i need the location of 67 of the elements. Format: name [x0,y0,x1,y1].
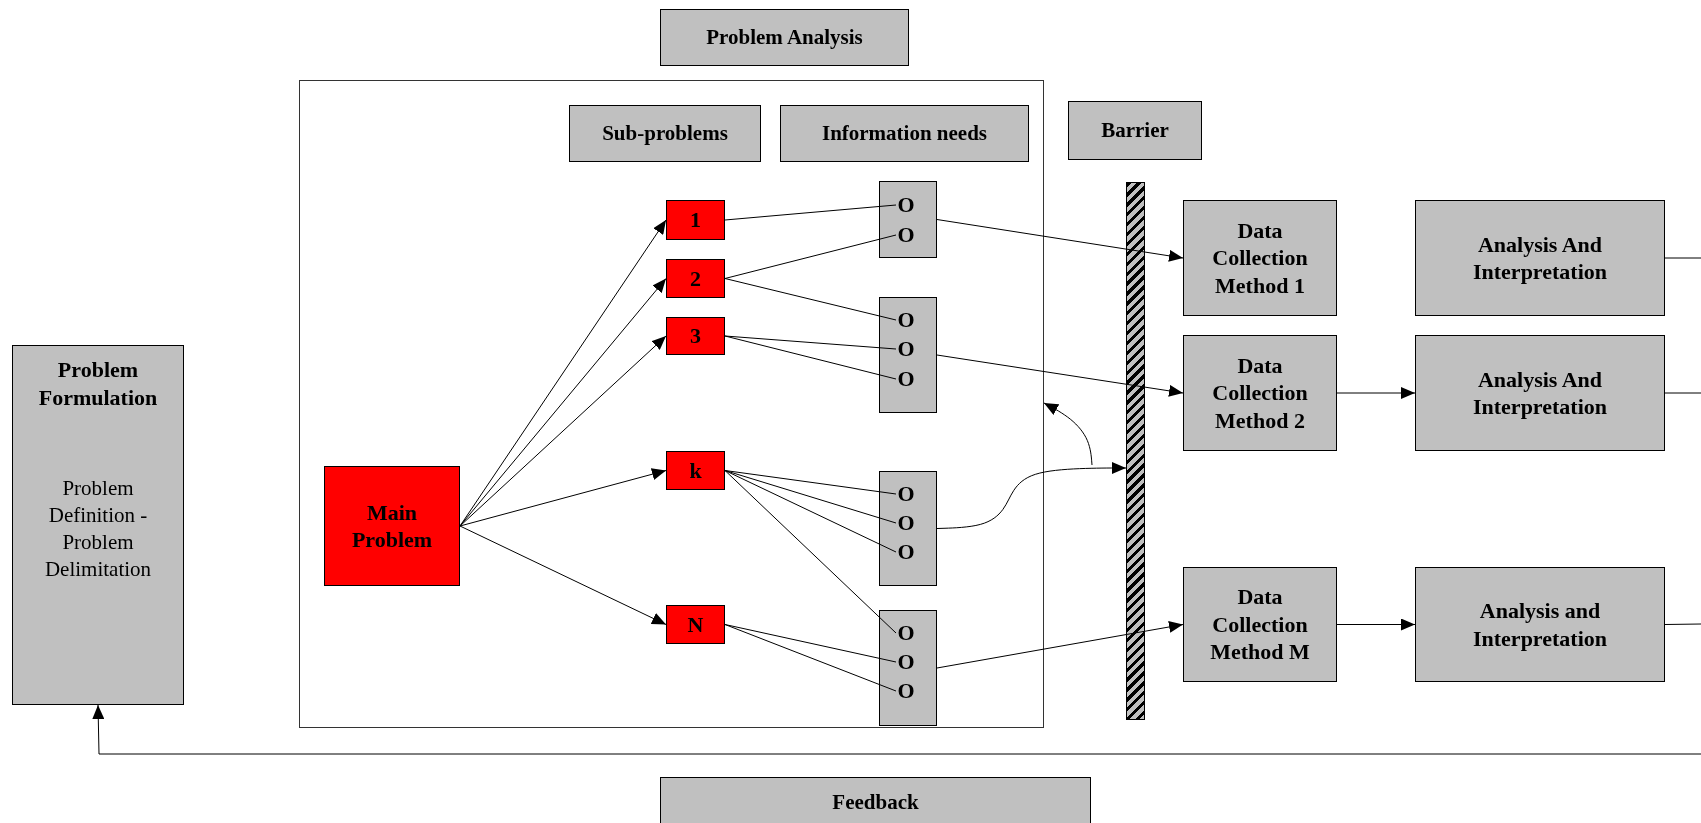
information-need-box [879,610,937,726]
header-box [780,105,1029,162]
header-label: Sub-problems [602,120,728,147]
sub-problem-box [666,200,725,240]
connector-arrow [1336,618,1416,631]
connector-arrow [1336,387,1416,399]
header-label: Problem Analysis [706,24,863,51]
group-frame [299,80,1044,728]
box-body-text: Problem Definition - Problem Delimitation [44,475,152,583]
sub-problem-label: N [687,610,704,639]
connector-arrow [459,278,667,527]
sub-problem-label: 1 [690,206,701,234]
method-box [1183,335,1337,451]
information-need-marker: O [896,307,916,333]
method-label: Data Collection Method 1 [1211,216,1309,300]
analysis-label: Analysis And Interpretation [1473,230,1607,286]
information-need-marker: O [896,539,916,565]
information-need-marker: O [896,192,916,218]
box-title: Problem Formulation [38,356,158,411]
sub-problem-box [666,317,725,355]
information-need-box [879,471,937,586]
information-need-marker: O [896,481,916,507]
connector-arrow [92,704,1701,755]
sub-problem-box [666,259,725,298]
header-label: Information needs [821,120,988,147]
barrier-bar [1126,182,1145,720]
information-need-marker: O [896,366,916,392]
method-label: Data Collection Method M [1209,583,1311,666]
connector-arrow [1043,402,1093,466]
information-need-marker: O [896,510,916,536]
information-need-box [879,297,937,413]
connector-arrow [459,525,667,625]
sub-problem-label: 3 [690,322,701,350]
information-need-marker: O [896,649,916,675]
header-label: Barrier [1101,117,1169,144]
connector-arrow [936,462,1127,529]
connector-arrow [936,354,1184,397]
sub-problem-box [666,451,725,490]
analysis-label: Analysis And Interpretation [1473,365,1607,421]
information-need-marker: O [896,678,916,704]
main-problem-label: Main Problem [351,498,433,554]
connector-arrow [459,335,667,527]
analysis-box [1415,567,1665,682]
header-label: Feedback [832,788,919,816]
connector-arrow [459,468,667,527]
connector-arrow [936,621,1184,669]
header-box [1068,101,1202,160]
connector-arrow [459,219,667,527]
analysis-label: Analysis and Interpretation [1473,597,1607,652]
formulation-box [12,345,184,705]
sub-problem-label: 2 [690,264,701,293]
header-box [660,9,909,66]
method-label: Data Collection Method 2 [1211,351,1309,435]
information-need-marker: O [896,222,916,248]
sub-problem-box [666,605,725,644]
header-box [660,777,1091,823]
information-need-box [879,181,937,258]
information-need-marker: O [896,620,916,646]
sub-problem-label: k [689,456,702,485]
method-box [1183,567,1337,682]
information-need-marker: O [896,336,916,362]
analysis-box [1415,200,1665,316]
connector-arrow [936,219,1184,262]
analysis-box [1415,335,1665,451]
header-box [569,105,761,162]
main-problem-box [324,466,460,586]
method-box [1183,200,1337,316]
